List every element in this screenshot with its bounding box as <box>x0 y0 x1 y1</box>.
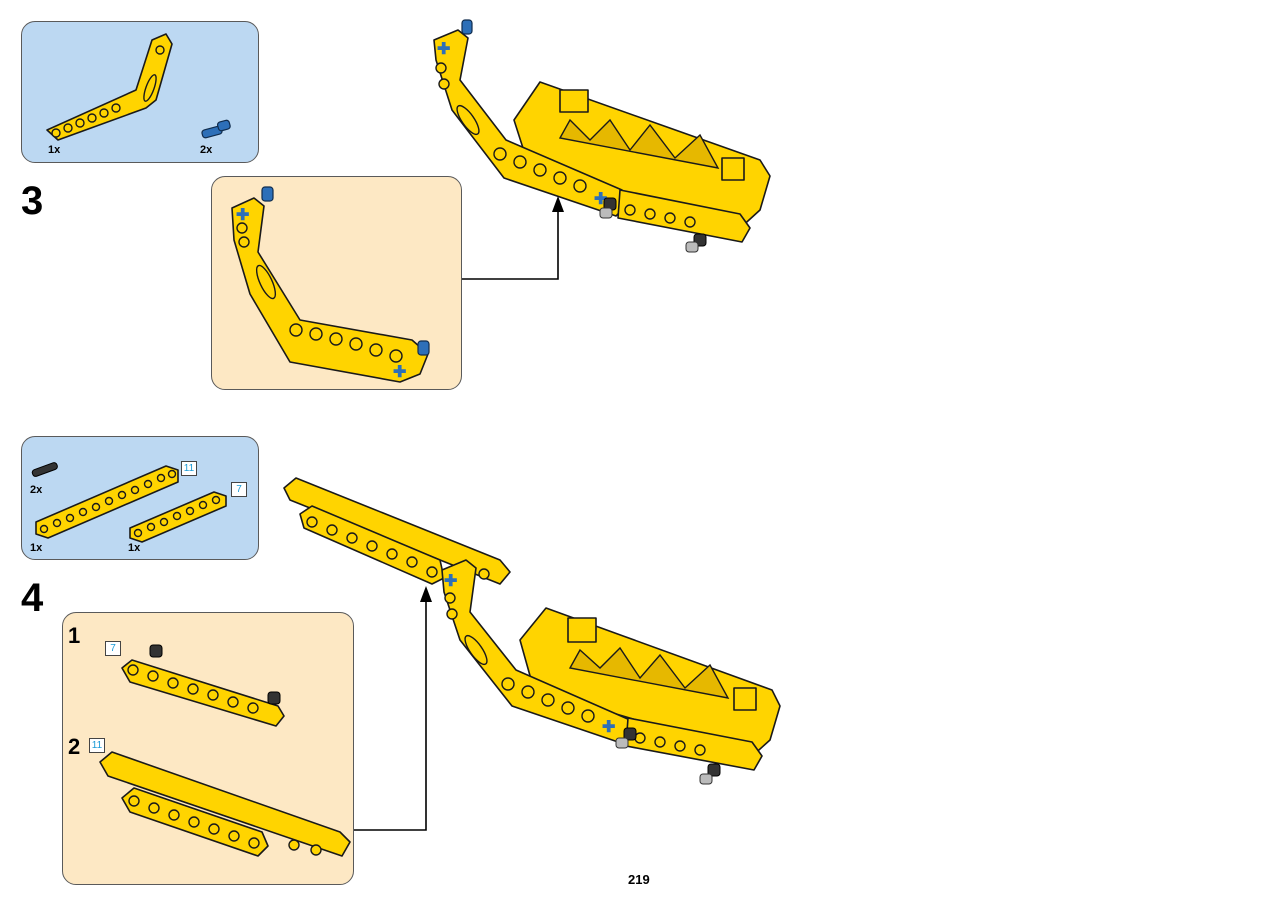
substep-2-length-label: 11 <box>89 738 105 753</box>
step4-arrow-head <box>420 586 432 602</box>
substep-1-beam-with-pins <box>121 644 285 727</box>
step3-part-qty-pin: 2x <box>200 144 213 156</box>
substep-2-number: 2 <box>68 734 81 759</box>
blue-axle-pin-part-icon <box>201 119 231 139</box>
step4-part-qty-beam7: 1x <box>128 542 141 554</box>
black-friction-pin-part-icon <box>31 462 58 477</box>
beam-11-part-icon <box>35 465 179 539</box>
step3-number: 3 <box>21 179 44 223</box>
svg-text:✚: ✚ <box>444 573 457 590</box>
beam-length-7-label: 7 <box>231 482 247 497</box>
step3-connector-arrow <box>462 210 559 280</box>
step4-number: 4 <box>21 576 44 620</box>
page-number: 219 <box>628 872 650 887</box>
svg-text:✚: ✚ <box>236 207 249 224</box>
step3-subassembly-liftarm: ✚ ✚ <box>231 197 429 383</box>
substep-2-beam-assembly <box>99 751 351 857</box>
step4-part-qty-pin: 2x <box>30 484 43 496</box>
substep-1-length-label: 7 <box>105 641 121 656</box>
step3-main-model: ✚ ✚ <box>433 19 771 253</box>
svg-text:✚: ✚ <box>393 364 406 381</box>
bent-liftarm-part-icon <box>46 33 173 141</box>
step3-subassembly-blue-pins <box>261 186 430 356</box>
step4-main-model: ✚ ✚ <box>283 477 781 785</box>
step4-connector-arrow <box>354 600 427 831</box>
substep-1-number: 1 <box>68 623 81 648</box>
step3-part-qty-liftarm: 1x <box>48 144 61 156</box>
step3-arrow-head <box>552 196 564 212</box>
beam-length-11-label: 11 <box>181 461 197 476</box>
svg-text:✚: ✚ <box>437 41 450 58</box>
svg-text:✚: ✚ <box>602 719 615 736</box>
step4-part-qty-beam11: 1x <box>30 542 43 554</box>
beam-7-part-icon <box>129 491 227 543</box>
